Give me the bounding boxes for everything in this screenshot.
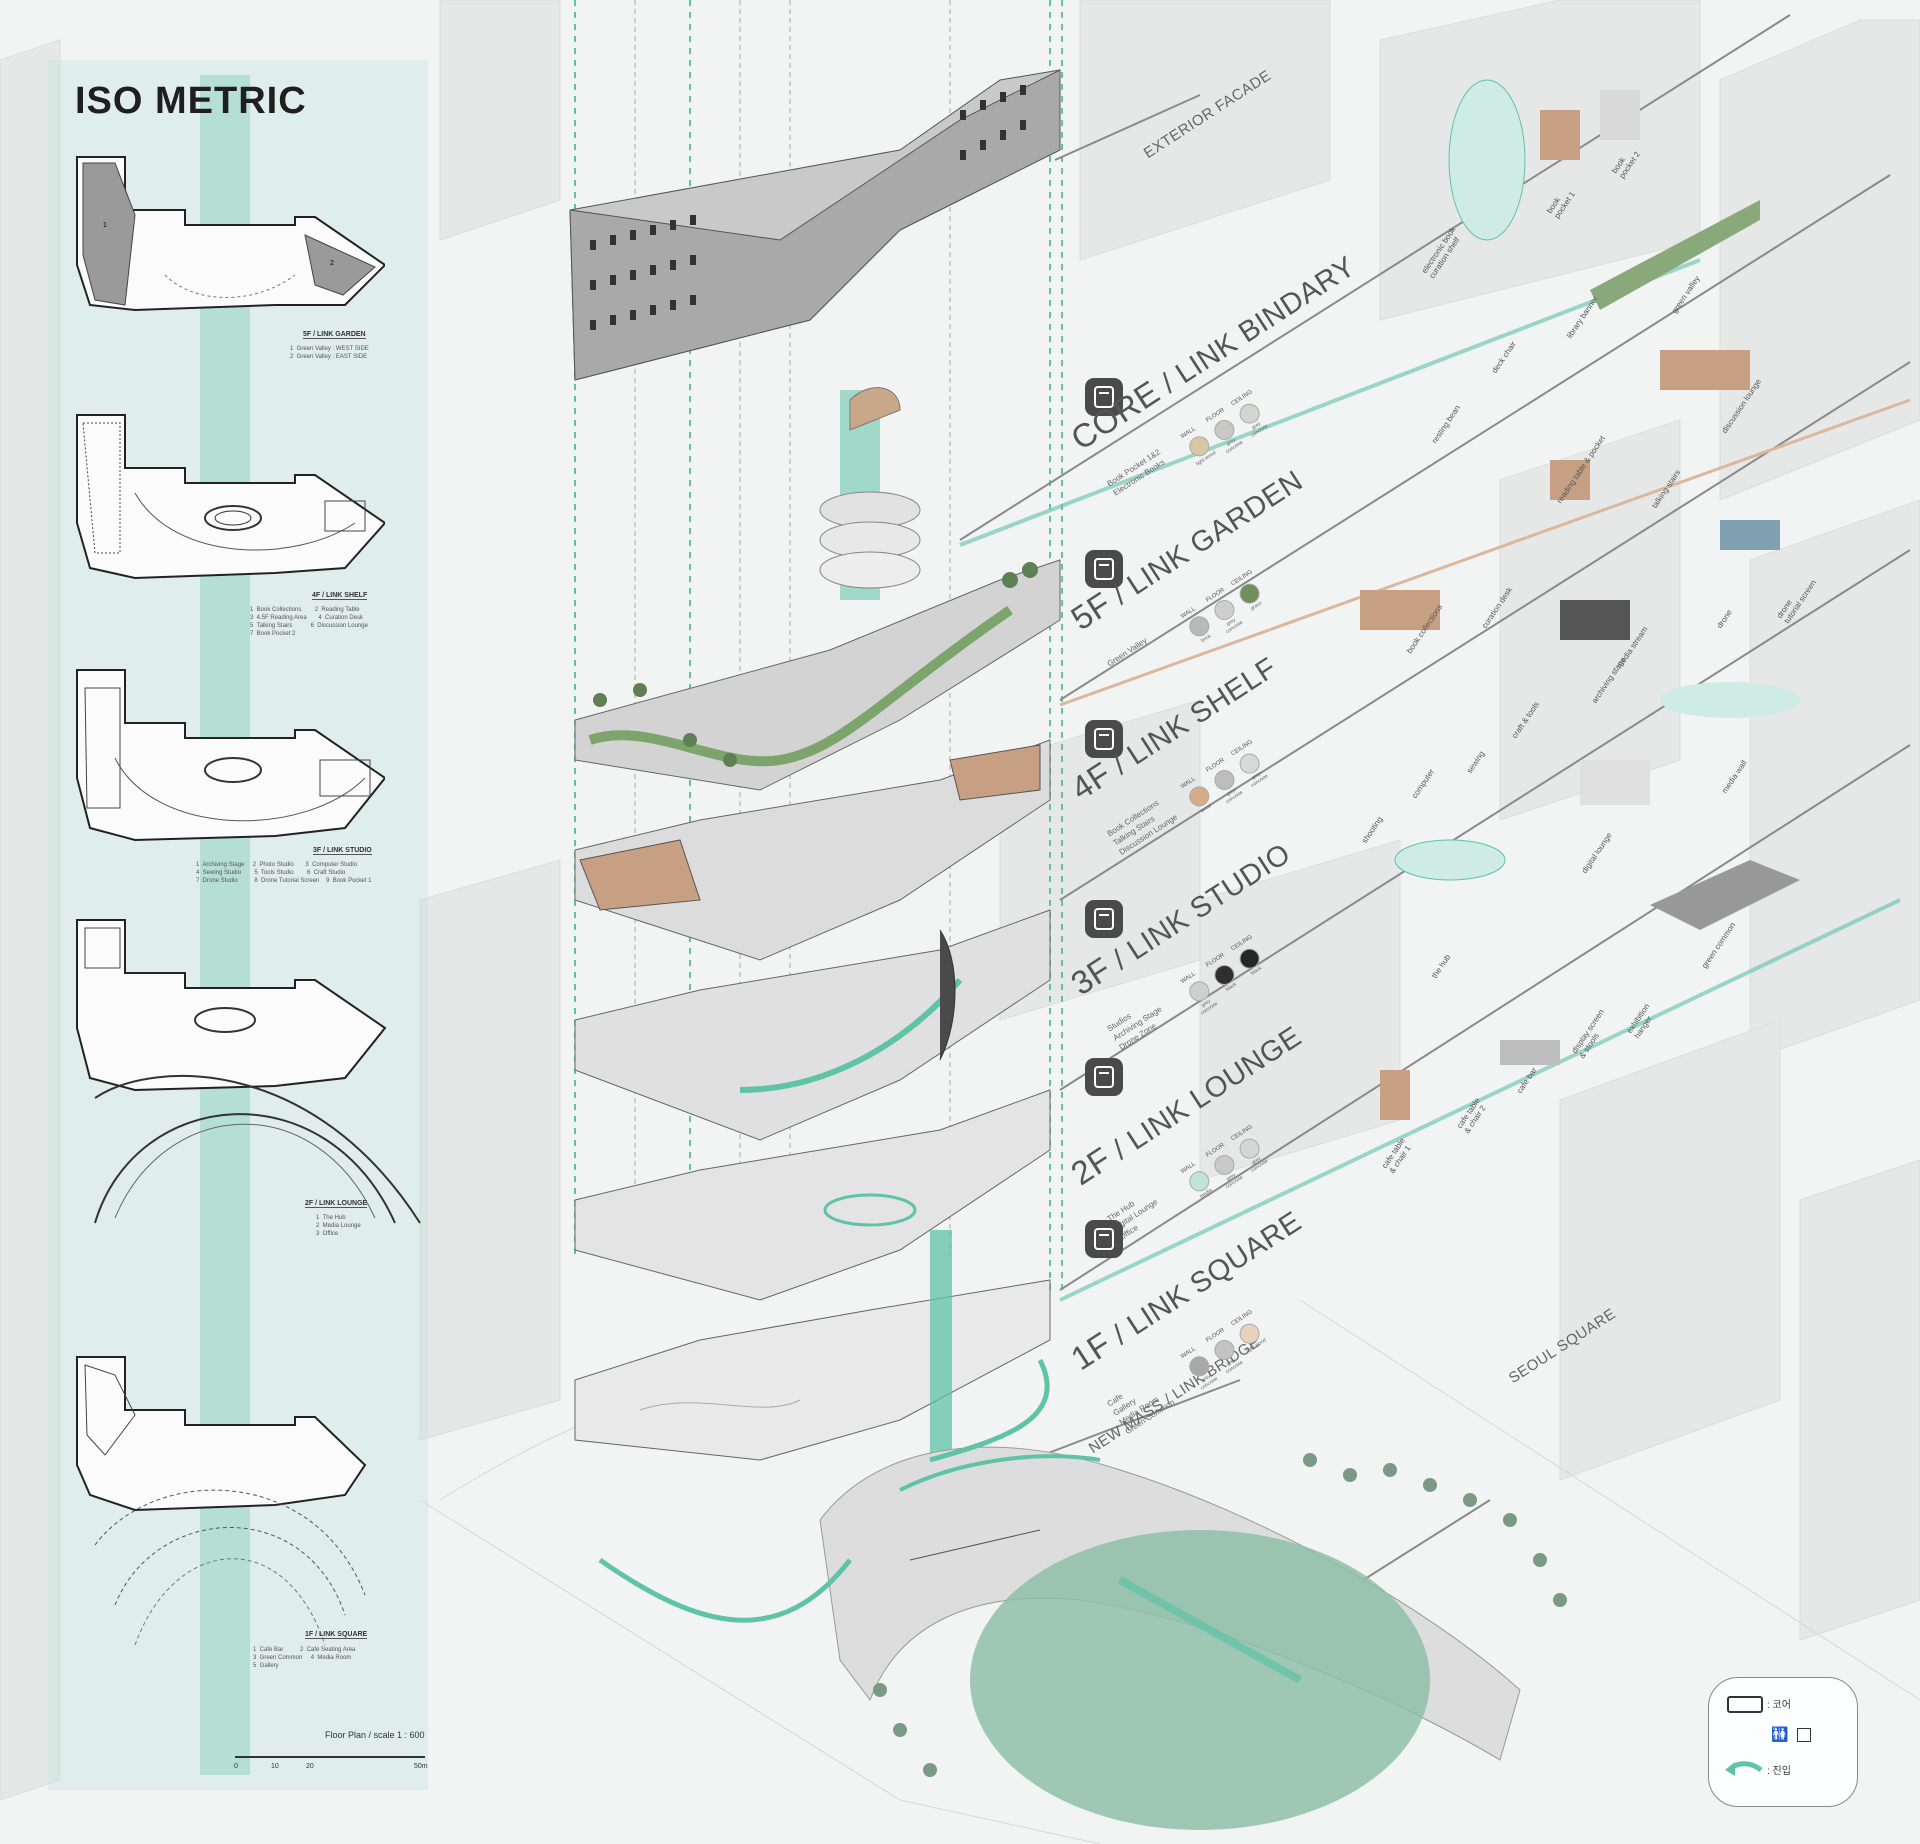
plan-title-5f: 5F / LINK GARDEN (303, 331, 366, 339)
furniture-models (1360, 79, 1800, 1120)
core-cylinder-model (819, 387, 921, 600)
scale-tick: 10 (271, 1763, 279, 1770)
legend-core-label: : 코어 (1767, 1700, 1791, 1711)
restroom-icon: 🚻 (1771, 1726, 1789, 1742)
svg-text:1: 1 (103, 222, 107, 229)
plan-title-1f: 1F / LINK SQUARE (305, 1631, 368, 1639)
scale-label: Floor Plan / scale 1 : 600 (325, 1730, 425, 1740)
exterior-facade-model (569, 69, 1061, 381)
floor-plan-1f (75, 1355, 385, 1655)
scale-bar (235, 1756, 425, 1758)
plan-legend-2f: 1 The Hub 2 Media Lounge 3 Office (316, 1215, 361, 1237)
floor-icon-core (1085, 378, 1123, 416)
plan-legend-1f: 1 Cafe Bar 2 Cafe Seating Area 3 Green C… (253, 1647, 356, 1669)
elevator-icon (1797, 1728, 1811, 1742)
plan-title-2f: 2F / LINK LOUNGE (305, 1200, 368, 1208)
core-symbol-icon (1727, 1696, 1763, 1713)
scale-tick: 20 (306, 1763, 314, 1770)
scale-tick: 50m (414, 1763, 428, 1770)
floor-icon-4f (1085, 720, 1123, 758)
legend-box: : 코어 🚻 : 진입 (1708, 1677, 1858, 1807)
entry-arrow-icon (1725, 1761, 1763, 1776)
legend-entry-label: : 진입 (1767, 1766, 1791, 1777)
page-title: ISO METRIC (75, 80, 307, 122)
plan-title-3f: 3F / LINK STUDIO (313, 847, 372, 855)
floor-icon-2f (1085, 1058, 1123, 1096)
floor-3f-model (574, 909, 1051, 1141)
floor-plan-5f: 1 2 (75, 155, 385, 315)
floor-icon-5f (1085, 550, 1123, 588)
core-access-shaft (930, 1230, 952, 1460)
plan-title-4f: 4F / LINK SHELF (312, 592, 368, 600)
scale-tick: 0 (234, 1763, 238, 1770)
floor-1f-model (574, 1279, 1051, 1461)
floor-plan-4f (75, 413, 385, 583)
floor-plan-3f (75, 668, 385, 843)
floor-icon-3f (1085, 900, 1123, 938)
plan-legend-5f: 1 Green Valley : WEST SIDE 2 Green Valle… (290, 346, 369, 360)
plan-legend-4f: 1 Book Collections 2 Reading Table 3 4.5… (250, 607, 368, 637)
floor-plan-2f (75, 918, 421, 1228)
seoul-square-plaza (598, 1358, 1521, 1830)
plan-legend-3f: 1 Archiving Stage 2 Photo Studio 3 Compu… (196, 862, 372, 884)
floor-5f-model (574, 559, 1061, 791)
floor-2f-model (574, 1089, 1051, 1301)
floor-4f-model (574, 739, 1051, 961)
svg-text:2: 2 (330, 260, 334, 267)
floor-icon-1f (1085, 1220, 1123, 1258)
